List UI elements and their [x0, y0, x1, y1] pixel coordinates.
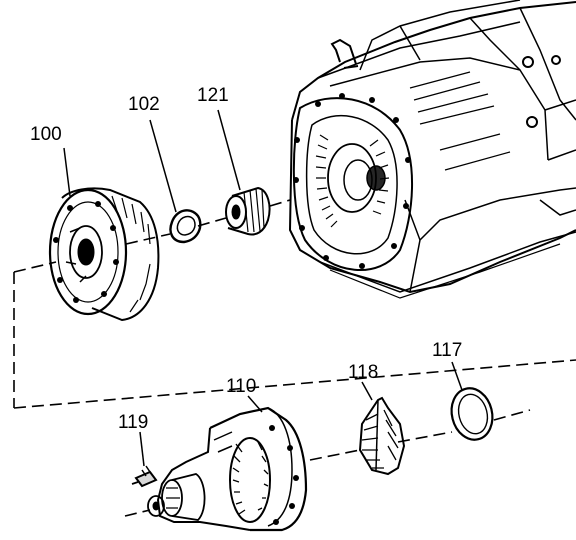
leader-100	[63, 147, 71, 197]
callout-102: 102	[128, 94, 160, 115]
leader-119	[139, 431, 145, 467]
callout-labels: 100 102 121 110 118 117 119	[30, 85, 462, 433]
leader-110	[247, 395, 263, 413]
bevel-gear	[358, 396, 406, 476]
torque-converter	[48, 187, 160, 322]
callout-117: 117	[432, 340, 462, 361]
callout-121: 121	[197, 85, 229, 106]
leader-118	[361, 381, 373, 401]
callout-110: 110	[226, 376, 256, 397]
transmission-case	[288, 0, 576, 299]
leader-lines	[63, 109, 463, 467]
thrust-washer	[169, 209, 202, 244]
seal-ring	[450, 387, 494, 441]
needle-bearing	[225, 186, 271, 236]
leader-121	[217, 109, 241, 191]
callout-118: 118	[348, 362, 378, 383]
extension-housing	[147, 406, 308, 532]
assembly-centerline	[13, 199, 576, 517]
leader-102	[149, 119, 177, 213]
leader-117	[451, 361, 463, 391]
bolt	[131, 465, 158, 488]
callout-119: 119	[118, 412, 148, 433]
callout-100: 100	[30, 124, 62, 145]
